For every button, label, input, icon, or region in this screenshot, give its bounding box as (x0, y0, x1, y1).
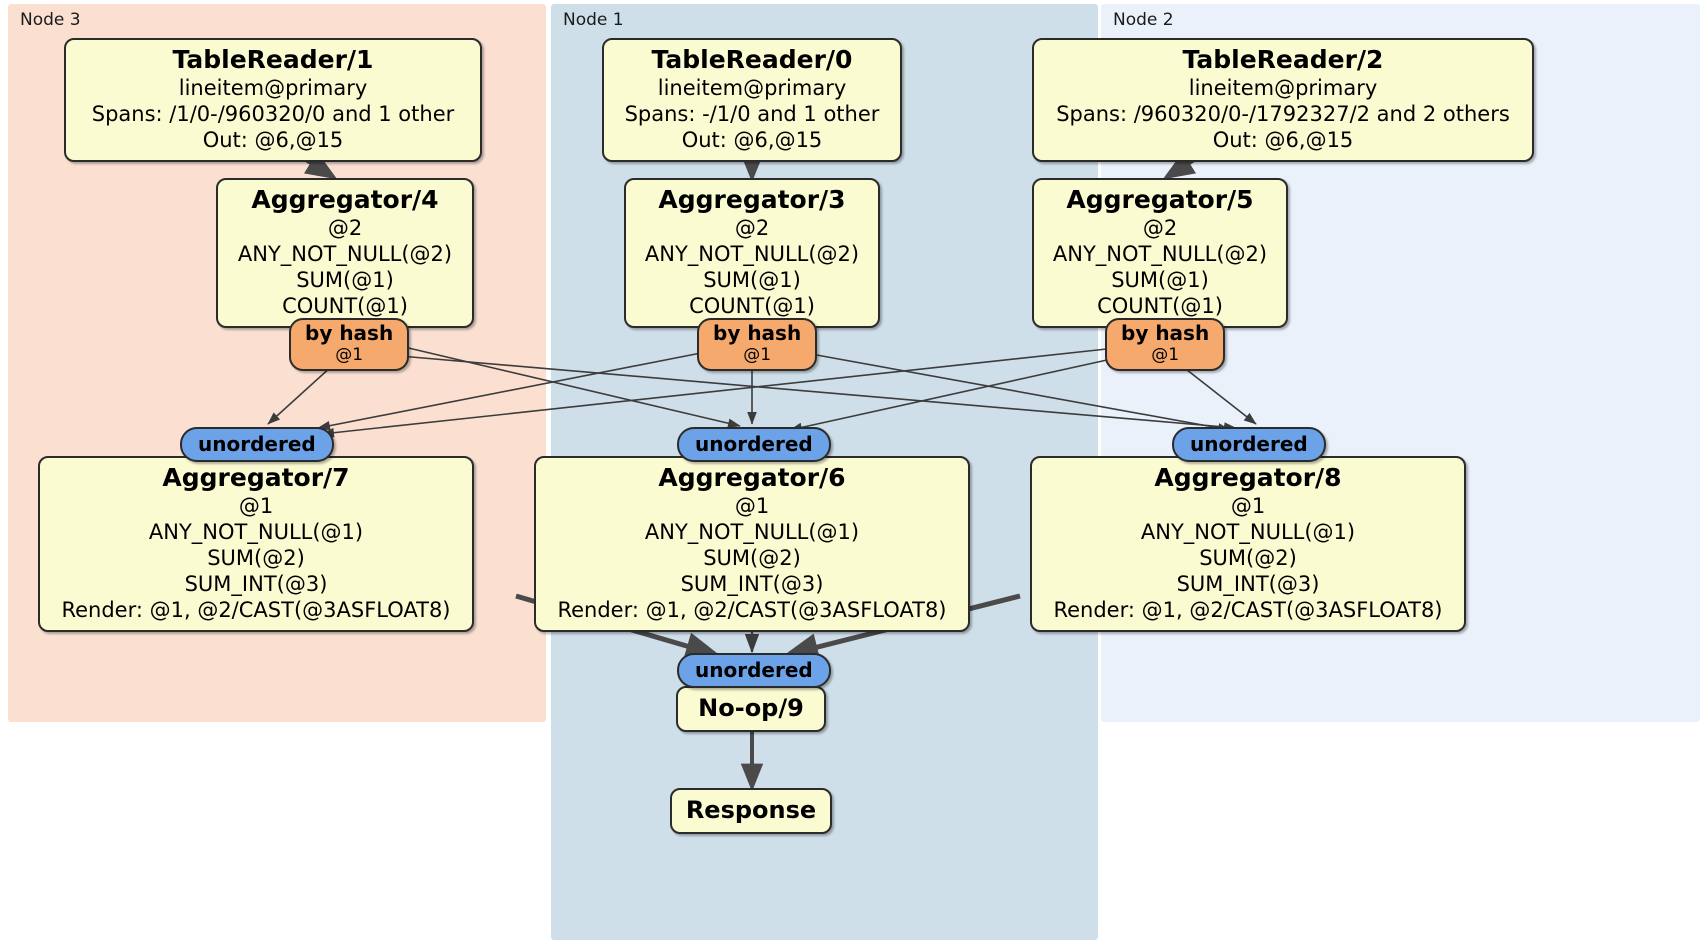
router-unordered-final[interactable]: unordered (677, 653, 831, 688)
node-line: lineitem@primary (1188, 76, 1378, 100)
router-title: unordered (695, 432, 813, 456)
node-line: Render: @1, @2/CAST(@3ASFLOAT8) (1053, 598, 1443, 622)
node-line: Out: @6,@15 (202, 128, 344, 152)
node-title: Aggregator/7 (162, 463, 350, 492)
router-line: @1 (1151, 345, 1180, 365)
processor-tablereader-0[interactable]: TableReader/0 lineitem@primary Spans: -/… (602, 38, 902, 162)
node-line: SUM(@2) (1199, 546, 1297, 570)
router-title: unordered (1190, 432, 1308, 456)
processor-aggregator-3[interactable]: Aggregator/3 @2 ANY_NOT_NULL(@2) SUM(@1)… (624, 178, 880, 328)
node-panel-label-node3: Node 3 (20, 10, 81, 30)
node-title: TableReader/1 (172, 45, 374, 74)
processor-tablereader-1[interactable]: TableReader/1 lineitem@primary Spans: /1… (64, 38, 482, 162)
router-line: @1 (743, 345, 772, 365)
processor-aggregator-5[interactable]: Aggregator/5 @2 ANY_NOT_NULL(@2) SUM(@1)… (1032, 178, 1288, 328)
node-title: Aggregator/8 (1154, 463, 1342, 492)
node-line: lineitem@primary (657, 76, 847, 100)
node-line: Render: @1, @2/CAST(@3ASFLOAT8) (61, 598, 451, 622)
node-line: COUNT(@1) (1097, 294, 1223, 318)
node-line: SUM(@1) (1111, 268, 1209, 292)
node-line: ANY_NOT_NULL(@1) (148, 520, 364, 544)
router-unordered-left[interactable]: unordered (180, 427, 334, 462)
processor-noop-9[interactable]: No-op/9 (676, 686, 826, 732)
node-title: No-op/9 (698, 694, 804, 722)
router-title: by hash (305, 321, 394, 345)
node-panel-label-node2: Node 2 (1113, 10, 1174, 30)
node-line: ANY_NOT_NULL(@2) (237, 242, 453, 266)
router-by-hash-right[interactable]: by hash @1 (1105, 318, 1226, 371)
node-title: Aggregator/4 (251, 185, 439, 214)
node-line: Spans: -/1/0 and 1 other (624, 102, 880, 126)
node-line: SUM(@1) (296, 268, 394, 292)
node-line: ANY_NOT_NULL(@2) (644, 242, 860, 266)
processor-aggregator-6[interactable]: Aggregator/6 @1 ANY_NOT_NULL(@1) SUM(@2)… (534, 456, 970, 632)
router-title: unordered (198, 432, 316, 456)
node-line: ANY_NOT_NULL(@1) (644, 520, 860, 544)
node-line: COUNT(@1) (282, 294, 408, 318)
processor-response[interactable]: Response (670, 788, 832, 834)
processor-aggregator-8[interactable]: Aggregator/8 @1 ANY_NOT_NULL(@1) SUM(@2)… (1030, 456, 1466, 632)
node-line: ANY_NOT_NULL(@1) (1140, 520, 1356, 544)
node-line: SUM(@2) (703, 546, 801, 570)
node-title: Aggregator/3 (658, 185, 846, 214)
router-by-hash-center[interactable]: by hash @1 (697, 318, 818, 371)
router-unordered-right[interactable]: unordered (1172, 427, 1326, 462)
node-line: @2 (734, 216, 770, 240)
node-line: COUNT(@1) (689, 294, 815, 318)
node-line: Spans: /1/0-/960320/0 and 1 other (91, 102, 455, 126)
node-line: SUM_INT(@3) (680, 572, 824, 596)
node-line: @1 (734, 494, 770, 518)
node-line: @1 (1230, 494, 1266, 518)
router-title: by hash (713, 321, 802, 345)
processor-aggregator-4[interactable]: Aggregator/4 @2 ANY_NOT_NULL(@2) SUM(@1)… (216, 178, 474, 328)
router-by-hash-left[interactable]: by hash @1 (289, 318, 410, 371)
processor-tablereader-2[interactable]: TableReader/2 lineitem@primary Spans: /9… (1032, 38, 1534, 162)
node-title: Aggregator/5 (1066, 185, 1254, 214)
router-unordered-center[interactable]: unordered (677, 427, 831, 462)
node-line: SUM_INT(@3) (1176, 572, 1320, 596)
node-title: Aggregator/6 (658, 463, 846, 492)
node-line: @2 (327, 216, 363, 240)
node-title: TableReader/0 (651, 45, 853, 74)
node-panel-label-node1: Node 1 (563, 10, 624, 30)
node-line: SUM(@2) (207, 546, 305, 570)
node-line: @1 (238, 494, 274, 518)
node-line: Out: @6,@15 (1212, 128, 1354, 152)
router-title: unordered (695, 658, 813, 682)
node-line: Out: @6,@15 (681, 128, 823, 152)
processor-aggregator-7[interactable]: Aggregator/7 @1 ANY_NOT_NULL(@1) SUM(@2)… (38, 456, 474, 632)
node-line: Render: @1, @2/CAST(@3ASFLOAT8) (557, 598, 947, 622)
node-line: Spans: /960320/0-/1792327/2 and 2 others (1056, 102, 1510, 126)
node-title: Response (685, 796, 817, 824)
node-line: SUM(@1) (703, 268, 801, 292)
node-line: @2 (1142, 216, 1178, 240)
router-title: by hash (1121, 321, 1210, 345)
node-title: TableReader/2 (1182, 45, 1384, 74)
router-line: @1 (335, 345, 364, 365)
node-line: lineitem@primary (178, 76, 368, 100)
node-line: SUM_INT(@3) (184, 572, 328, 596)
node-line: ANY_NOT_NULL(@2) (1052, 242, 1268, 266)
